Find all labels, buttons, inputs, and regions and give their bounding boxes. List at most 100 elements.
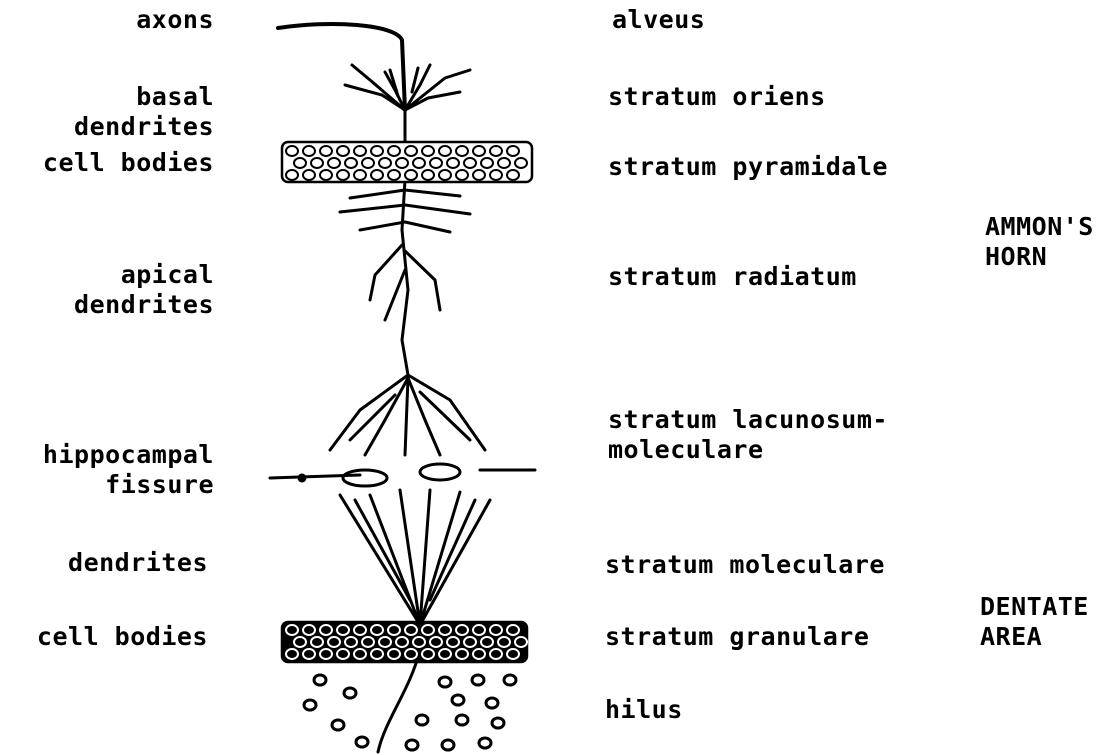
cell-body xyxy=(303,625,315,635)
cell-body xyxy=(422,146,434,156)
cell-body xyxy=(388,625,400,635)
pyramidal-cell-layer xyxy=(282,142,532,182)
label-dendrites: dendrites xyxy=(68,548,208,578)
cell-body xyxy=(396,158,408,168)
label-basal-dendrites: basal dendrites xyxy=(74,82,214,142)
cell-body xyxy=(405,170,417,180)
lacunosum-dendrites xyxy=(330,375,485,455)
cell-body xyxy=(337,649,349,659)
cell-body xyxy=(345,637,357,647)
label-stratum-radiatum: stratum radiatum xyxy=(608,262,857,292)
cell-body xyxy=(345,158,357,168)
cell-body xyxy=(354,146,366,156)
label-cell-bodies-granule: cell bodies xyxy=(37,622,208,652)
cell-body xyxy=(507,170,519,180)
cell-body xyxy=(507,625,519,635)
cell-body xyxy=(320,170,332,180)
cell-body xyxy=(481,158,493,168)
cell-body xyxy=(405,146,417,156)
basal-dendrites xyxy=(345,65,470,145)
cell-body xyxy=(473,146,485,156)
cell-body xyxy=(439,170,451,180)
fissure-line xyxy=(270,470,535,478)
cell-body xyxy=(371,170,383,180)
label-stratum-granulare: stratum granulare xyxy=(605,622,869,652)
label-hippocampal-fissure: hippocampal fissure xyxy=(43,440,214,500)
cell-body xyxy=(286,625,298,635)
cell-body xyxy=(456,170,468,180)
label-dentate-area: DENTATE AREA xyxy=(980,592,1089,652)
cell-body xyxy=(447,637,459,647)
cell-body xyxy=(337,625,349,635)
cell-body xyxy=(303,170,315,180)
cell-body xyxy=(328,158,340,168)
cell-body xyxy=(507,649,519,659)
cell-body xyxy=(413,158,425,168)
cell-body xyxy=(456,625,468,635)
cell-body xyxy=(311,637,323,647)
granule-cell-layer xyxy=(282,622,527,662)
cell-body xyxy=(388,170,400,180)
label-ammons-horn: AMMON'S HORN xyxy=(985,212,1094,272)
cell-body xyxy=(413,637,425,647)
cell-body xyxy=(439,625,451,635)
cell-body xyxy=(371,146,383,156)
cell-body xyxy=(286,146,298,156)
cell-body xyxy=(422,170,434,180)
cell-body xyxy=(490,649,502,659)
cell-body xyxy=(294,158,306,168)
cell-body xyxy=(388,649,400,659)
cell-body xyxy=(362,158,374,168)
cell-body xyxy=(320,649,332,659)
cell-body xyxy=(354,170,366,180)
cell-body xyxy=(286,649,298,659)
cell-body xyxy=(286,170,298,180)
cell-body xyxy=(294,637,306,647)
cell-body xyxy=(354,649,366,659)
cell-body xyxy=(422,649,434,659)
cell-body xyxy=(379,637,391,647)
cell-body xyxy=(490,170,502,180)
cell-body xyxy=(498,158,510,168)
cell-body xyxy=(396,637,408,647)
cell-body xyxy=(456,146,468,156)
granule-dendrites xyxy=(340,490,490,625)
apical-dendrites xyxy=(340,180,470,375)
cell-body xyxy=(464,637,476,647)
cell-body xyxy=(379,158,391,168)
cell-body xyxy=(337,170,349,180)
cell-body xyxy=(320,146,332,156)
cell-body xyxy=(405,625,417,635)
label-stratum-moleculare: stratum moleculare xyxy=(605,550,885,580)
cell-body xyxy=(388,146,400,156)
cell-body xyxy=(515,637,527,647)
cell-body xyxy=(507,146,519,156)
cell-body xyxy=(303,649,315,659)
cell-body xyxy=(490,625,502,635)
cell-body xyxy=(473,170,485,180)
cell-body xyxy=(371,649,383,659)
cell-body xyxy=(498,637,510,647)
label-alveus: alveus xyxy=(612,5,705,35)
cell-body xyxy=(422,625,434,635)
cell-body xyxy=(430,158,442,168)
cell-body xyxy=(481,637,493,647)
cell-body xyxy=(320,625,332,635)
cell-body xyxy=(473,625,485,635)
label-stratum-pyramidale: stratum pyramidale xyxy=(608,152,888,182)
cell-body xyxy=(354,625,366,635)
label-stratum-lacunosum-moleculare: stratum lacunosum- moleculare xyxy=(608,405,888,465)
mossy-fiber xyxy=(378,650,420,752)
cell-body xyxy=(337,146,349,156)
cell-body xyxy=(473,649,485,659)
label-cell-bodies-pyramidal: cell bodies xyxy=(43,148,214,178)
cell-body xyxy=(362,637,374,647)
label-apical-dendrites: apical dendrites xyxy=(74,260,214,320)
cell-body xyxy=(303,146,315,156)
cell-body xyxy=(311,158,323,168)
label-axons: axons xyxy=(136,5,214,35)
cell-body xyxy=(430,637,442,647)
cell-body xyxy=(456,649,468,659)
label-hilus: hilus xyxy=(605,695,683,725)
cell-body xyxy=(328,637,340,647)
